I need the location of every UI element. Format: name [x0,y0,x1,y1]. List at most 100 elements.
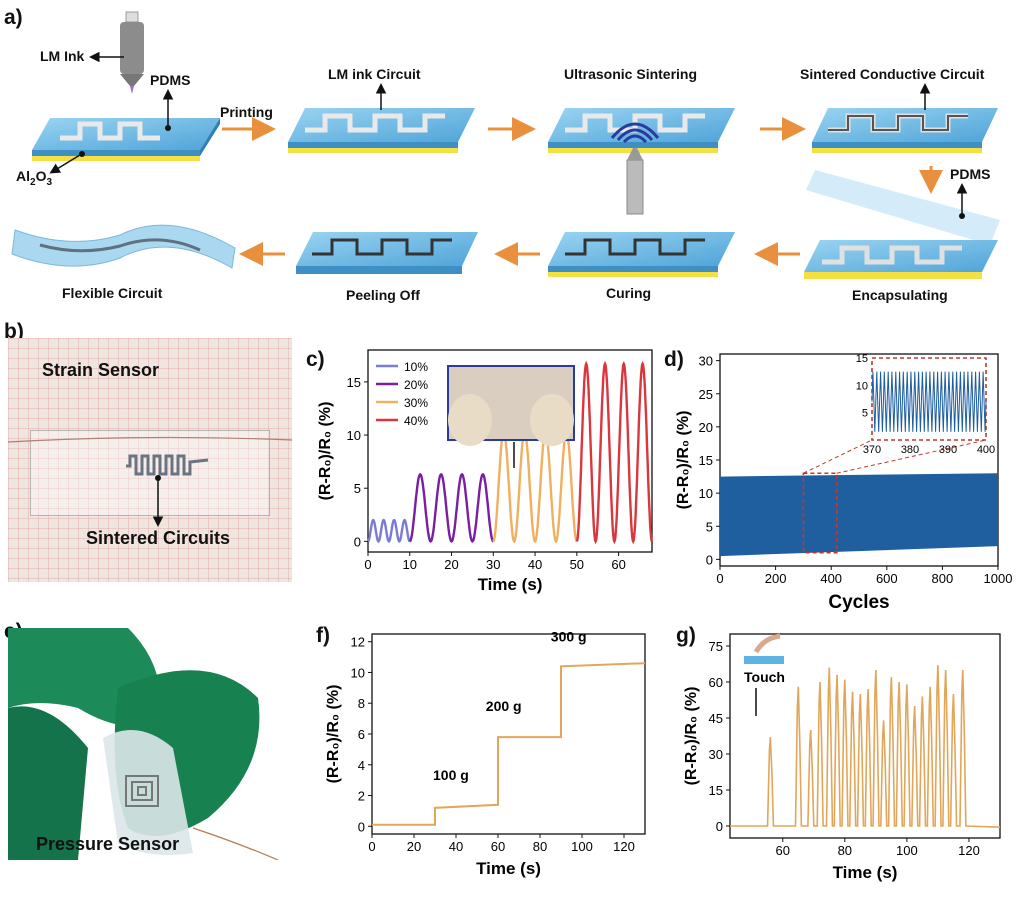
y-axis-label: (R-R₀)/R₀ (%) [325,685,342,784]
fabrication-schematic [11,11,1000,279]
x-tick-label: 400 [820,571,842,586]
x-tick-label: 60 [491,839,505,854]
x-tick-label: 60 [776,843,790,858]
y-axis-label: (R-R₀)/R₀ (%) [675,411,692,510]
legend-label: 40% [404,414,428,428]
touch-pad-icon [744,656,784,664]
x-tick-label: 50 [570,557,584,572]
inset-x-tick-label: 390 [939,444,957,456]
x-tick-label: 100 [896,843,918,858]
y-tick-label: 5 [354,481,361,496]
series-line-10pct [367,518,411,543]
y-tick-label: 8 [358,696,365,711]
pressure-sensor-photo: Pressure Sensor [8,628,293,860]
cycling-band [720,473,998,557]
step-annotation: 200 g [486,698,522,714]
panel-label-c: c) [306,348,325,371]
y-tick-label: 0 [354,534,361,549]
step-annotation: 300 g [551,629,587,645]
y-tick-label: 2 [358,789,365,804]
inset-signal [871,371,987,432]
y-tick-label: 0 [706,552,713,567]
x-tick-label: 0 [368,839,375,854]
y-tick-label: 0 [716,819,723,834]
label-lm-ink: LM Ink [40,48,85,64]
inset-y-tick-label: 15 [856,353,868,365]
x-tick-label: 100 [571,839,593,854]
slab-sintered [812,108,998,153]
step-label-1: LM ink Circuit [328,66,421,82]
x-tick-label: 200 [765,571,787,586]
y-tick-label: 25 [699,387,713,402]
series-line-30pct [492,430,578,544]
y-tick-label: 20 [699,420,713,435]
inset-glove-right [530,394,574,446]
x-tick-label: 120 [613,839,635,854]
x-tick-label: 0 [716,571,723,586]
legend-label: 20% [404,378,428,392]
panel-label-d: d) [664,348,684,371]
x-tick-label: 20 [407,839,421,854]
y-axis-label: (R-R₀)/R₀ (%) [683,687,700,786]
panel-label-g: g) [676,624,696,647]
y-tick-label: 12 [351,635,365,650]
y-tick-label: 45 [709,711,723,726]
y-tick-label: 6 [358,727,365,742]
pressure-sensor-scene [8,628,279,860]
series-line-40pct [575,360,654,545]
al2o3-sub2: 2 [30,176,36,188]
slab-encapsulating [804,170,1000,279]
x-tick-label: 40 [449,839,463,854]
x-tick-label: 80 [533,839,547,854]
step-label-7: Flexible Circuit [62,285,163,301]
x-tick-label: 40 [528,557,542,572]
x-tick-label: 60 [611,557,625,572]
y-tick-label: 15 [347,375,361,390]
step-label-3: Sintered Conductive Circuit [800,66,985,82]
touch-signal [730,665,1001,828]
al2o3-base: Al [16,168,30,184]
series-line-20pct [409,472,495,543]
legend-label: 30% [404,396,428,410]
inset-x-tick-label: 370 [863,444,881,456]
x-tick-label: 120 [958,843,980,858]
y-tick-label: 10 [351,665,365,680]
y-tick-label: 0 [358,819,365,834]
panel-label-a: a) [4,6,23,29]
y-tick-label: 75 [709,639,723,654]
x-axis-label: Time (s) [478,575,543,594]
step-label-4: Encapsulating [852,287,948,303]
zoom-region [802,472,838,554]
slab-lm-circuit [288,108,475,153]
serpentine-circuit [8,436,292,527]
y-tick-label: 15 [699,453,713,468]
x-tick-label: 1000 [984,571,1013,586]
touch-annotation: Touch [744,669,785,685]
pressure-step-line [372,662,646,826]
slab-printing [32,118,220,161]
y-tick-label: 10 [699,486,713,501]
x-tick-label: 0 [364,557,371,572]
slab-curing [548,232,735,277]
al2o3-o: O [35,168,47,184]
panel-label-f: f) [316,624,330,647]
x-axis-label: Cycles [828,592,889,613]
y-axis-label: (R-R₀)/R₀ (%) [317,402,334,501]
inset-y-tick-label: 10 [856,380,868,392]
label-printing: Printing [220,104,273,120]
slab-peeling [296,232,478,274]
slab-sintering [548,108,735,215]
inset-x-tick-label: 380 [901,444,919,456]
y-tick-label: 60 [709,675,723,690]
x-tick-label: 800 [932,571,954,586]
label-pdms-encap: PDMS [950,166,991,182]
pressure-sensor-label: Pressure Sensor [36,834,180,854]
finger-icon [753,633,781,654]
syringe [120,11,144,94]
x-axis-label: Time (s) [476,859,541,878]
sintered-circuits-label: Sintered Circuits [86,528,231,548]
inset-y-tick-label: 5 [862,408,868,420]
y-tick-label: 30 [699,354,713,369]
